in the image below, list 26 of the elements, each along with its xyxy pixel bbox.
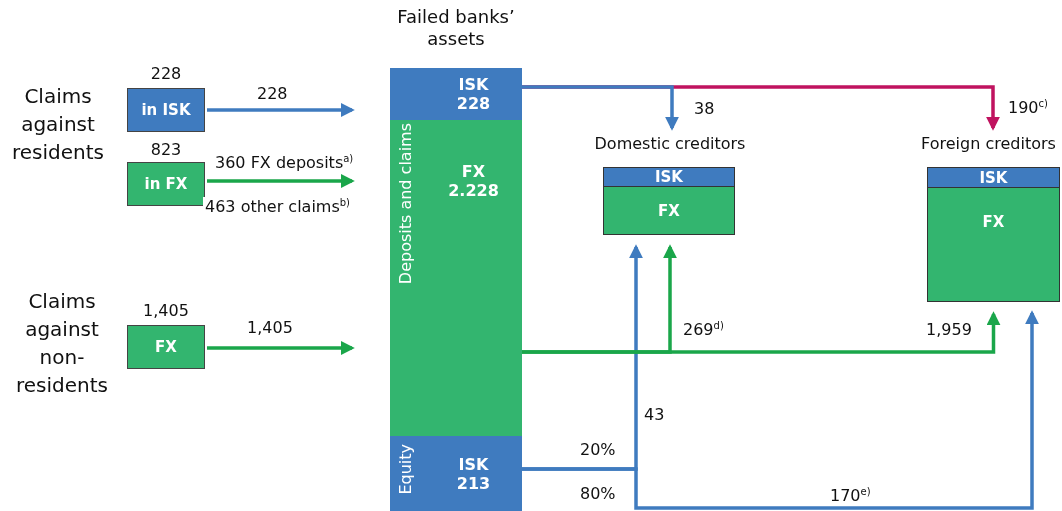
creditor-box: FX bbox=[927, 187, 1060, 302]
arrow bbox=[522, 244, 643, 471]
column-heading: Failed banks’ assets bbox=[396, 6, 516, 50]
column-band bbox=[390, 436, 522, 511]
vertical-label: Deposits and claims bbox=[396, 123, 415, 285]
edge-label: 1,959 bbox=[924, 320, 974, 340]
currency-box: in ISK bbox=[127, 88, 205, 132]
arrow bbox=[522, 85, 679, 131]
creditor-box: FX bbox=[603, 186, 735, 235]
arrow bbox=[207, 341, 355, 355]
value-label: 823 bbox=[149, 140, 183, 160]
edge-label: 1,405 bbox=[245, 318, 295, 338]
vertical-label: Equity bbox=[396, 444, 415, 495]
creditor-heading: Domestic creditors bbox=[593, 134, 747, 154]
arrow bbox=[207, 103, 355, 117]
edge-label: 360 FX deposits$^{a)}$ bbox=[213, 153, 356, 173]
column-band bbox=[390, 68, 522, 436]
arrow bbox=[522, 244, 677, 354]
value-label: 228 bbox=[149, 64, 183, 84]
currency-box: in FX bbox=[127, 162, 205, 206]
currency-box: FX bbox=[127, 325, 205, 369]
creditor-box: ISK bbox=[603, 167, 735, 187]
creditor-heading: Foreign creditors bbox=[920, 134, 1057, 154]
value-label: 1,405 bbox=[142, 301, 190, 321]
arrow bbox=[207, 174, 355, 188]
creditor-box: ISK bbox=[927, 167, 1060, 188]
